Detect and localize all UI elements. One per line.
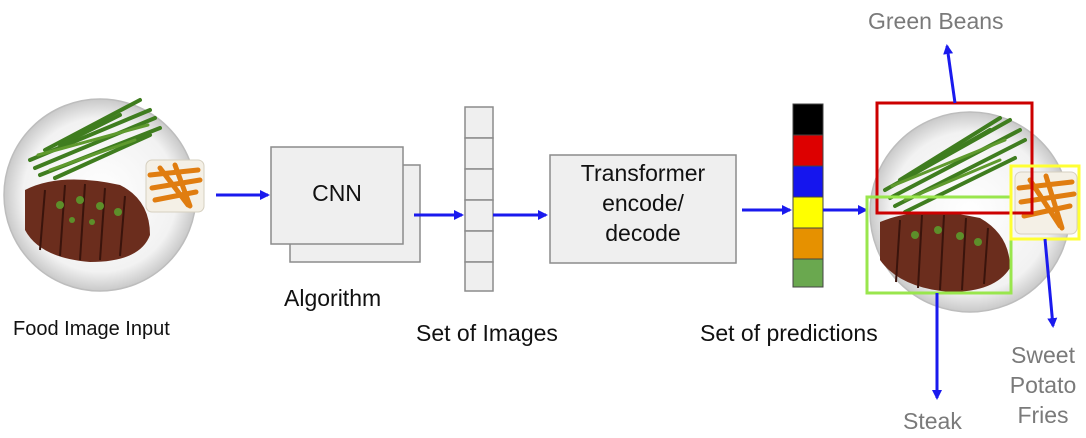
prediction-slot-orange — [792, 227, 824, 260]
fries-line: Fries — [1017, 402, 1069, 428]
prediction-slot-yellow — [792, 196, 824, 229]
cnn-label: CNN — [312, 180, 362, 206]
prediction-slot-black — [792, 103, 824, 136]
prediction-slot-blue — [792, 165, 824, 198]
sweet-potato-fries-label: Sweet Potato Fries — [1000, 340, 1086, 430]
transformer-line-2: encode/ — [602, 190, 684, 216]
arrow-to-fries — [1043, 238, 1058, 328]
arrow-to-green-beans — [943, 44, 957, 104]
food-plate-icon — [3, 98, 205, 292]
steak-bounding-box — [865, 195, 1013, 295]
set-of-images-label: Set of Images — [416, 320, 558, 346]
image-token-column — [464, 106, 494, 292]
sweet-line: Sweet — [1011, 342, 1075, 368]
transformer-line-3: decode — [605, 220, 681, 246]
potato-line: Potato — [1009, 372, 1077, 398]
transformer-label: Transformer encode/ decode — [550, 158, 736, 248]
cnn-front-box — [270, 146, 404, 245]
transformer-box — [549, 154, 737, 264]
steak-label: Steak — [903, 408, 962, 434]
transformer-line-1: Transformer — [580, 160, 706, 186]
prediction-column — [792, 103, 824, 288]
algorithm-label: Algorithm — [284, 285, 382, 311]
set-of-predictions-label: Set of predictions — [700, 320, 878, 346]
prediction-slot-green — [792, 258, 824, 288]
green-beans-label: Green Beans — [868, 8, 1004, 34]
prediction-slot-red — [792, 134, 824, 167]
food-input-label: Food Image Input — [13, 318, 170, 340]
